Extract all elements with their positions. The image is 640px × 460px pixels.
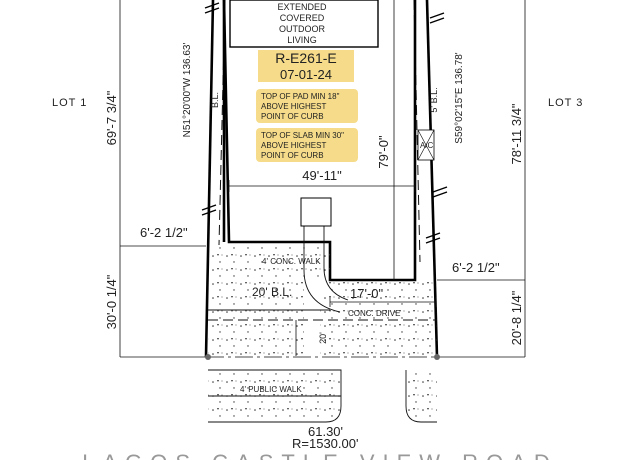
right-front-dim: 20'-8 1/4"	[509, 290, 524, 345]
front-walk-dim: 20'	[318, 332, 328, 344]
left-lot-line	[204, 0, 215, 358]
dimension-lines	[119, 0, 526, 358]
arc-length-dim: 61.30'	[308, 424, 343, 439]
porch-step	[300, 197, 332, 227]
left-building-line	[218, 0, 226, 246]
drive-width-dim: 17'-0"	[350, 286, 384, 301]
slab-note-highlight	[256, 128, 358, 162]
ac-label: A/C	[420, 141, 434, 150]
right-bearing: S59°02'15"E 136.78'	[454, 52, 465, 144]
right-bl-label: 5' B.L.	[429, 87, 439, 112]
covered-patio	[229, 0, 379, 48]
corner-pin-left	[205, 354, 211, 360]
right-lot-dim: 78'-11 3/4"	[509, 103, 524, 164]
plan-code-highlight	[258, 50, 354, 82]
right-setback-dim: 6'-2 1/2"	[452, 260, 500, 275]
public-walk-label: 4' PUBLIC WALK	[240, 385, 302, 394]
house-width-dim: 49'-11"	[302, 168, 342, 183]
pad-note-highlight	[256, 89, 358, 123]
house-depth-dim: 79'-0"	[376, 135, 391, 169]
lot-line-break-marks	[201, 2, 448, 244]
ac-unit: A/C	[417, 129, 435, 161]
conc-drive-label: CONC. DRIVE	[348, 309, 400, 318]
corner-pin-right	[434, 354, 440, 360]
front-bl-label: 20' B.L.	[252, 285, 292, 299]
left-bl-label: B.L.	[210, 92, 220, 108]
patio-line-4: LIVING	[287, 35, 317, 45]
left-bearing: N51°20'00"W 136.63'	[182, 43, 193, 138]
left-front-dim: 30'-0 1/4"	[104, 274, 119, 329]
right-building-line	[413, 0, 421, 263]
left-setback-dim: 6'-2 1/2"	[140, 225, 188, 240]
walkway-curve	[303, 226, 341, 313]
slab-note-1: TOP OF SLAB MIN 30"	[261, 131, 344, 140]
driveway-apron-edge	[405, 370, 437, 423]
left-lot-dim: 69'-7 3/4"	[104, 90, 119, 145]
street-name: LAGOS CASTLE VIEW ROAD	[82, 450, 558, 460]
patio-line-3: OUTDOOR	[279, 24, 325, 34]
plan-code: R-E261-E	[275, 50, 336, 66]
public-walk-edge	[208, 369, 342, 423]
lot-1-label: LOT 1	[52, 97, 87, 109]
lot-3-label: LOT 3	[548, 97, 583, 109]
driveway-apron	[406, 370, 437, 422]
pad-note-2: ABOVE HIGHEST	[261, 102, 326, 111]
slab-note-2: ABOVE HIGHEST	[261, 141, 326, 150]
slab-note-3: POINT OF CURB	[261, 151, 324, 160]
driveway-concrete	[320, 280, 437, 356]
patio-line-2: COVERED	[280, 13, 325, 23]
patio-line-1: EXTENDED	[277, 2, 327, 12]
plan-date: 07-01-24	[280, 67, 332, 82]
radius-dim: R=1530.00'	[292, 436, 358, 451]
pad-note-3: POINT OF CURB	[261, 112, 324, 121]
conc-walk-label: 4' CONC. WALK	[262, 257, 321, 266]
pad-note-1: TOP OF PAD MIN 18"	[261, 92, 340, 101]
front-walk-concrete	[208, 246, 330, 356]
